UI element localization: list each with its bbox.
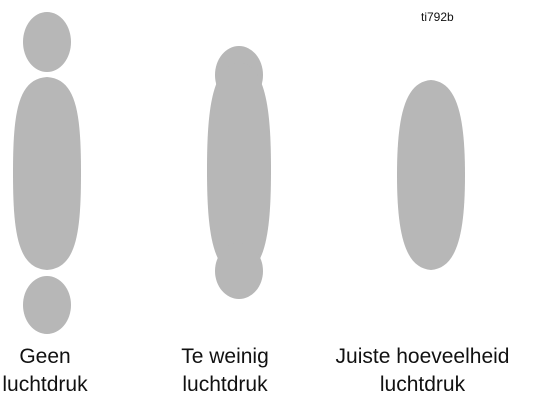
pattern-low-air-pressure <box>207 46 271 299</box>
caption-line-2: luchtdruk <box>170 371 280 399</box>
caption-no-air-pressure: Geen luchtdruk <box>0 343 90 399</box>
caption-line-2: luchtdruk <box>0 371 90 399</box>
caption-correct-air-pressure: Juiste hoeveelheid luchtdruk <box>306 343 539 399</box>
center-pattern-blob <box>13 77 81 270</box>
lower-tail-blob <box>23 276 71 334</box>
pattern-no-air-pressure <box>13 12 81 334</box>
caption-line-1: Juiste hoeveelheid <box>306 343 539 371</box>
center-pattern-blob <box>397 80 465 270</box>
caption-line-1: Geen <box>0 343 90 371</box>
caption-line-1: Te weinig <box>170 343 280 371</box>
pattern-correct-air-pressure <box>397 80 465 270</box>
caption-low-air-pressure: Te weinig luchtdruk <box>170 343 280 399</box>
caption-line-2: luchtdruk <box>306 371 539 399</box>
figure-reference-id: ti792b <box>421 10 454 24</box>
lower-tail-blob <box>215 243 263 299</box>
upper-tail-blob <box>23 12 71 72</box>
